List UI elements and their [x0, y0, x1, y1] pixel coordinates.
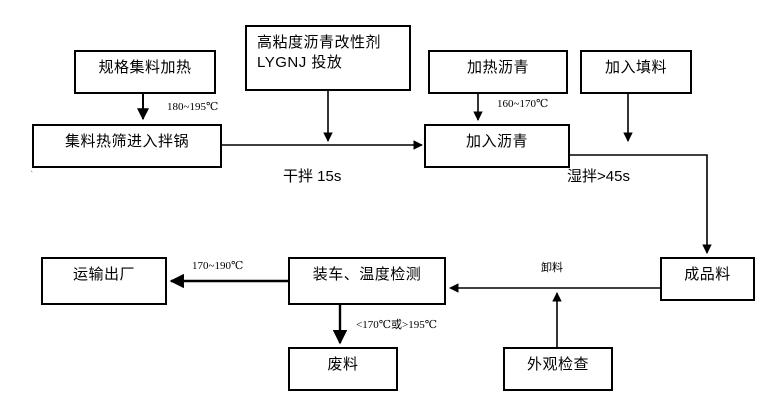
node-finished-material[interactable]: 成品料	[660, 257, 755, 301]
node-appearance-inspection[interactable]: 外观检查	[503, 347, 613, 391]
edge-label-temp-170-190: 170~190℃	[192, 260, 244, 272]
node-label: 加入沥青	[465, 133, 528, 150]
node-aggregate-heating[interactable]: 规格集料加热	[74, 50, 216, 94]
node-label: 运输出厂	[72, 266, 135, 283]
node-label: 高粘度沥青改性剂 LYGNJ 投放	[257, 34, 382, 71]
edge-label-temp-160-170: 160~170℃	[497, 98, 549, 110]
edge-label-temp-180-195: 180~195℃	[167, 101, 219, 113]
node-lygnj-modifier-dosing[interactable]: 高粘度沥青改性剂 LYGNJ 投放	[245, 25, 411, 91]
edge-label-unloading: 卸料	[541, 262, 563, 274]
node-transport-out[interactable]: 运输出厂	[41, 257, 167, 305]
edge-label-temp-out-of-range: <170℃或>195℃	[356, 319, 438, 331]
node-loading-temperature-check[interactable]: 装车、温度检测	[288, 257, 446, 305]
stray-mark: ‵	[31, 170, 33, 178]
node-label: 规格集料加热	[98, 59, 192, 76]
node-label: 废料	[327, 356, 359, 373]
node-waste-material[interactable]: 废料	[288, 347, 398, 391]
node-hot-screening-to-mixer[interactable]: 集料热筛进入拌锅	[32, 124, 222, 168]
node-label: 加热沥青	[466, 59, 529, 76]
node-add-asphalt[interactable]: 加入沥青	[424, 124, 570, 168]
node-asphalt-heating[interactable]: 加热沥青	[428, 50, 568, 94]
node-label: 装车、温度检测	[312, 266, 422, 283]
node-add-filler[interactable]: 加入填料	[580, 50, 692, 94]
node-label: 成品料	[684, 266, 731, 283]
node-label: 加入填料	[604, 59, 667, 76]
node-label: 集料热筛进入拌锅	[64, 133, 189, 150]
node-label: 外观检查	[526, 356, 589, 373]
edge-label-wet-mix-45s: 湿拌>45s	[567, 168, 630, 185]
edge-label-dry-mix-15s: 干拌 15s	[283, 168, 342, 185]
